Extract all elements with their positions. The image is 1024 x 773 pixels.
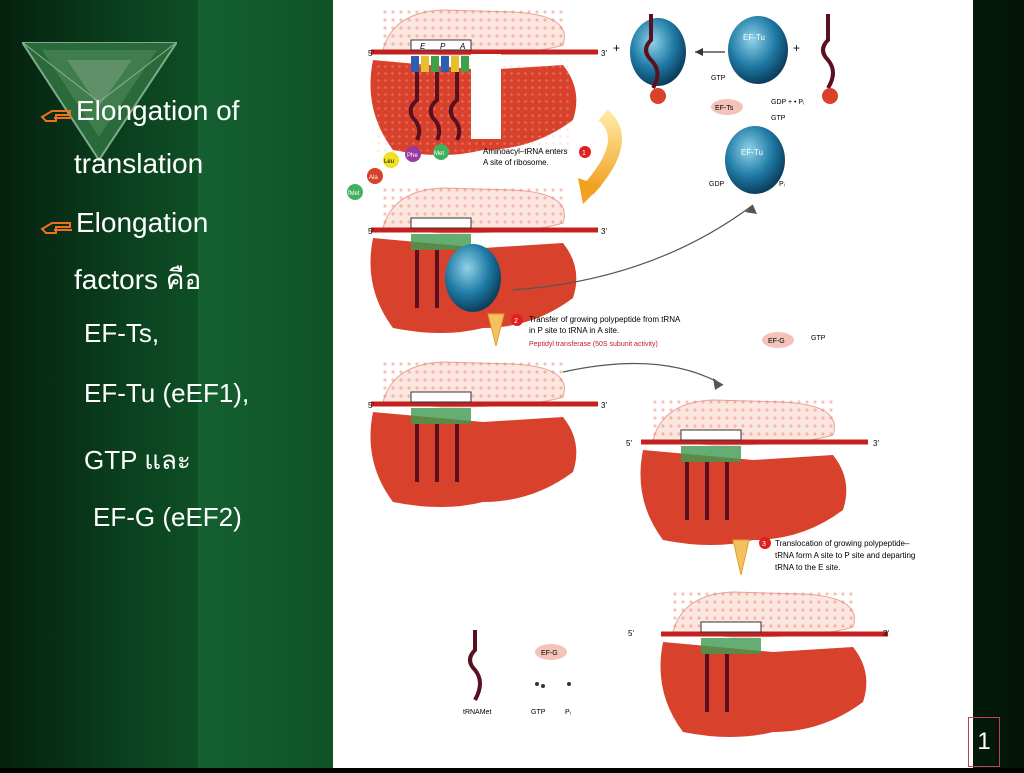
pointing-hand-icon bbox=[40, 102, 74, 124]
site-e: E bbox=[420, 42, 426, 51]
five-prime: 5' bbox=[368, 49, 374, 58]
step-1-label: Aminoacyl–tRNA enters bbox=[483, 147, 567, 156]
step-3-label-3: tRNA to the E site. bbox=[775, 563, 840, 572]
step-1-num: 1 bbox=[582, 150, 586, 157]
ef-tu-label: EF-Tu bbox=[743, 33, 765, 42]
step-3-label: Translocation of growing polypeptide– bbox=[775, 539, 910, 548]
factor-gtp: GTP และ bbox=[84, 445, 191, 475]
pointing-hand-icon bbox=[40, 214, 74, 236]
five-prime-2: 5' bbox=[368, 227, 374, 236]
three-prime-2: 3' bbox=[601, 227, 607, 236]
five-prime-4: 5' bbox=[626, 439, 632, 448]
ef-ts-cycle: EF-Ts GDP + • Pᵢ GTP EF-Tu GDP Pᵢ bbox=[709, 99, 804, 194]
green-band bbox=[198, 0, 333, 768]
aa-leu: Leu bbox=[384, 159, 394, 165]
trna-met-label: tRNAMet bbox=[463, 709, 491, 716]
ribosome-2 bbox=[370, 187, 598, 333]
step-3-num: 3 bbox=[762, 541, 766, 548]
elongation-diagram: E P A 5' 3' fMet Ala Leu Phe Met + EF bbox=[347, 9, 915, 737]
ef-tu-complex bbox=[630, 14, 686, 104]
ribosome-1: E P A 5' 3' bbox=[368, 9, 607, 155]
five-prime-5: 5' bbox=[628, 629, 634, 638]
ribosome-3 bbox=[370, 361, 598, 507]
ef-g-label-2: EF-G bbox=[541, 650, 558, 657]
gtp-label-2: GTP bbox=[771, 115, 786, 122]
bullet-2: Elongation bbox=[40, 206, 208, 240]
step-1-label-2: A site of ribosome. bbox=[483, 158, 549, 167]
ribosome-5 bbox=[660, 591, 888, 737]
three-prime-5: 3' bbox=[883, 629, 889, 638]
gtp-label-3: GTP bbox=[811, 335, 826, 342]
five-prime-3: 5' bbox=[368, 401, 374, 410]
gtp-label-4: GTP bbox=[531, 709, 546, 716]
ef-g-gtp: EF-G GTP bbox=[762, 332, 826, 348]
aa-ala: Ala bbox=[369, 175, 378, 181]
corner-logo bbox=[22, 42, 177, 162]
step-2-sub: Peptidyl transferase (50S subunit activi… bbox=[529, 341, 658, 348]
polypeptide-1: fMet Ala Leu Phe Met bbox=[347, 144, 449, 200]
factor-ef-ts: EF-Ts, bbox=[84, 318, 160, 348]
aminoacyl-trna bbox=[821, 14, 838, 104]
plus-sign-2: + bbox=[793, 41, 800, 55]
page-number: 1 bbox=[968, 717, 1000, 767]
ef-ts-label: EF-Ts bbox=[715, 105, 734, 112]
bullet-1: Elongation of bbox=[40, 94, 239, 128]
pi-label-2: Pᵢ bbox=[565, 709, 571, 716]
aa-met: Met bbox=[434, 151, 444, 157]
aa-fmet: fMet bbox=[348, 191, 360, 197]
three-prime-3: 3' bbox=[601, 401, 607, 410]
three-prime: 3' bbox=[601, 49, 607, 58]
site-a: A bbox=[459, 42, 465, 51]
bullet-1-line2: translation bbox=[74, 148, 204, 179]
factor-ef-g: EF-G (eEF2) bbox=[93, 502, 242, 532]
bullet-1-line1: Elongation of bbox=[76, 95, 240, 126]
bullet-2-line2: factors คือ bbox=[74, 264, 202, 295]
site-p: P bbox=[440, 42, 446, 51]
ef-tu-gtp: EF-Tu GTP bbox=[711, 16, 788, 84]
gtp-label-1: GTP bbox=[711, 75, 726, 82]
gdp-pi-label: GDP + • Pᵢ bbox=[771, 99, 804, 106]
ef-tu-label-2: EF-Tu bbox=[741, 148, 763, 157]
three-prime-4: 3' bbox=[873, 439, 879, 448]
ribosome-4 bbox=[640, 399, 868, 545]
step-3-label-2: tRNA form A site to P site and departing bbox=[775, 551, 915, 560]
bullet-2-line1: Elongation bbox=[76, 207, 209, 238]
codon-bars bbox=[411, 56, 469, 72]
diagram-panel: E P A 5' 3' fMet Ala Leu Phe Met + EF bbox=[333, 0, 973, 768]
right-strip bbox=[973, 0, 1024, 768]
plus-sign: + bbox=[613, 41, 620, 55]
trnas bbox=[408, 72, 462, 141]
step-2-label-2: in P site to tRNA in A site. bbox=[529, 326, 619, 335]
ef-g-label: EF-G bbox=[768, 338, 785, 345]
gdp-label: GDP bbox=[709, 181, 725, 188]
aa-phe: Phe bbox=[407, 153, 418, 159]
step-2-num: 2 bbox=[514, 318, 518, 325]
pi-label-1: Pᵢ bbox=[779, 181, 785, 188]
departing-trna: tRNAMet bbox=[463, 630, 491, 716]
step-2-label: Transfer of growing polypeptide from tRN… bbox=[529, 315, 681, 324]
factor-ef-tu: EF-Tu (eEF1), bbox=[84, 378, 250, 408]
